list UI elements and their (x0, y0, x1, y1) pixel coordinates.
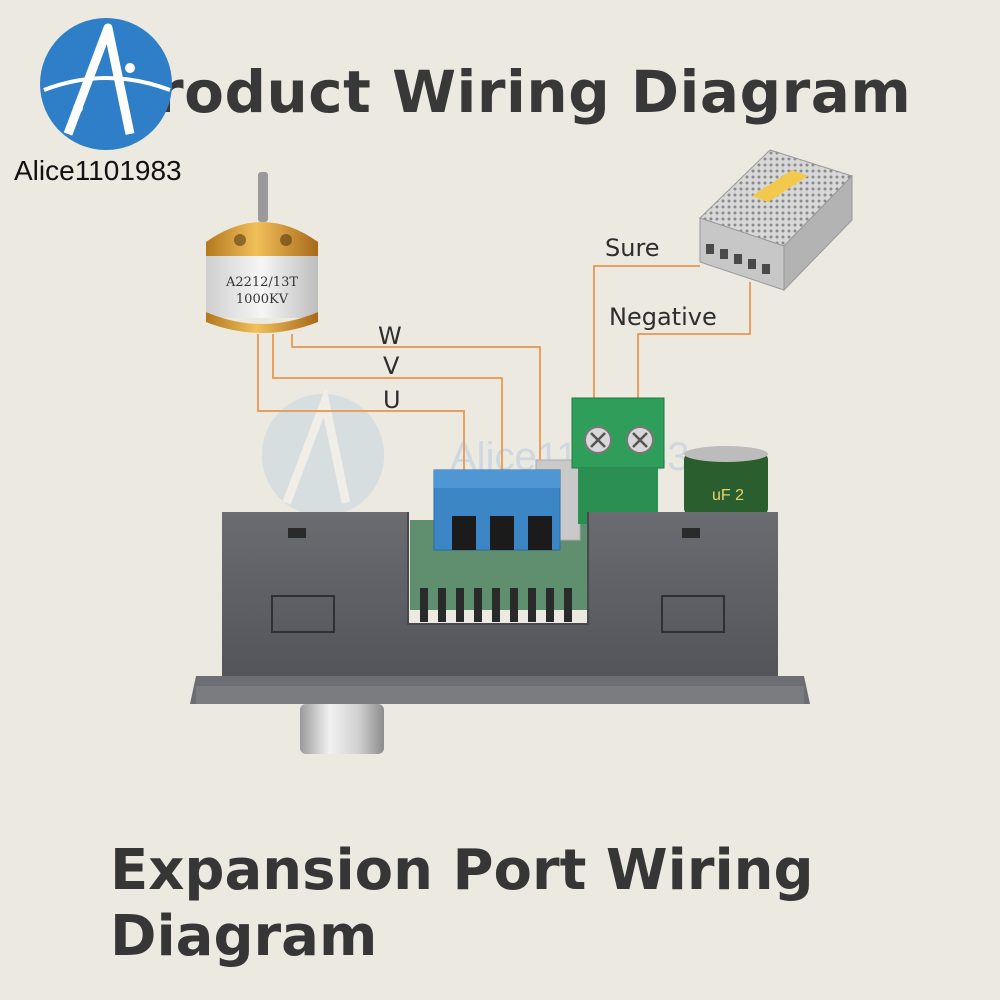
power-supply (699, 149, 853, 292)
wire-negative (637, 282, 751, 398)
motor-model-line2: 1000KV (236, 292, 289, 307)
capacitor-label: uF 2 (712, 487, 744, 504)
mounting-clip-left (271, 595, 335, 633)
terminal-pin-v (490, 516, 514, 550)
motor-model-line1: A2212/13T (225, 275, 298, 290)
wire-group (257, 265, 751, 518)
wire-u (257, 334, 465, 518)
terminal-pin-w (528, 516, 552, 550)
motor-vent-icon (280, 234, 292, 246)
psu-terminals (706, 244, 770, 274)
label-sure: Sure (605, 234, 660, 262)
psu-warning-label (752, 170, 808, 202)
housing-slot-left (288, 528, 306, 538)
section-subtitle: Expansion Port Wiring Diagram (110, 838, 814, 969)
label-negative: Negative (609, 303, 717, 331)
power-terminal-block (571, 397, 665, 524)
psu-side (783, 174, 853, 292)
housing-flange (196, 686, 804, 704)
motor-base (206, 312, 318, 333)
brand-logo-icon (40, 18, 172, 150)
brushless-motor: A2212/13T 1000KV (206, 172, 318, 333)
housing-slot-right (682, 528, 700, 538)
brand-name: Alice1101983 (14, 155, 182, 186)
wire-w (291, 334, 541, 518)
header-pins (420, 588, 572, 622)
wire-sure (593, 265, 700, 398)
electrolytic-capacitor: uF 2 (684, 446, 768, 516)
label-u: U (383, 386, 401, 414)
terminal-pin-u (452, 516, 476, 550)
label-w: W (378, 322, 402, 350)
page-title: Product Wiring Diagram (112, 58, 912, 126)
motor-body (206, 256, 318, 318)
label-v: V (383, 352, 400, 380)
motor-vent-icon (234, 234, 246, 246)
motor-shaft (258, 172, 268, 222)
wire-v (272, 334, 503, 518)
mounting-clip-right (661, 595, 725, 633)
rotary-knob (300, 704, 384, 754)
motor-terminal-block (433, 469, 561, 551)
watermark-logo-icon (261, 390, 385, 517)
module-housing (190, 512, 810, 704)
